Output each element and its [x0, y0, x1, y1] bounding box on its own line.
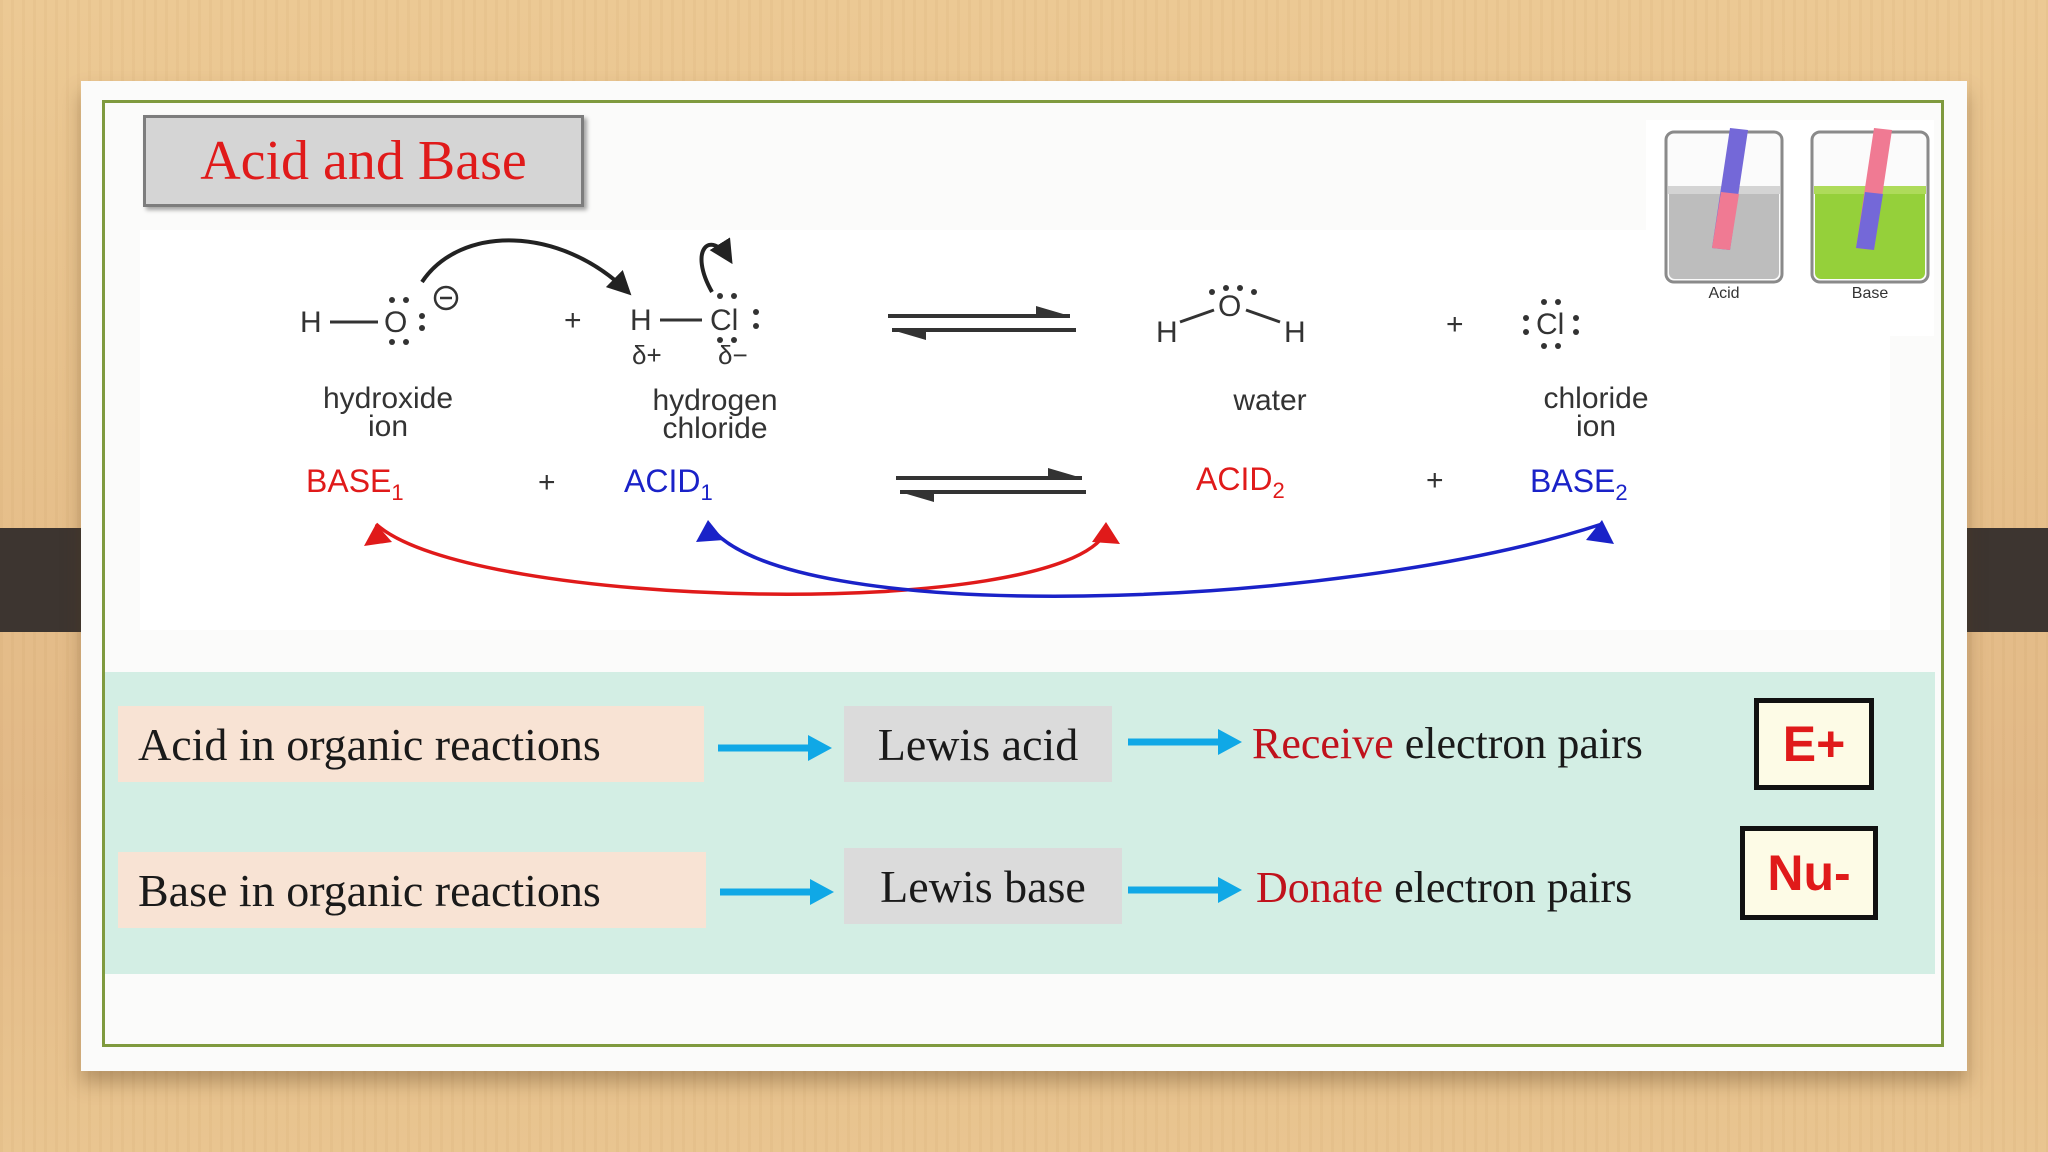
delta-minus-label: δ− [718, 340, 748, 370]
acid-beaker-label: Acid [1708, 285, 1739, 302]
nucleophile-symbol: Nu- [1740, 826, 1878, 920]
blue-arrowhead-acid1 [696, 520, 724, 542]
name-water: water [1232, 384, 1306, 417]
base-organic-box: Base in organic reactions [118, 852, 706, 928]
plus-sign-2: + [1446, 308, 1464, 341]
hydroxide-o-atom: O [384, 306, 407, 339]
lewis-acid-label: Lewis acid [877, 718, 1079, 770]
hcl-h-atom: H [630, 304, 652, 337]
slide-title: Acid and Base [200, 130, 527, 192]
lewis-base-box: Lewis base [844, 848, 1122, 924]
name-chloride-line1: chloride [1543, 382, 1648, 415]
chloride-lone-pairs [1523, 299, 1579, 349]
plus-sign-3: + [538, 466, 556, 499]
conjugate-pair-arrow-blue [706, 522, 1603, 598]
arrow-right-icon [720, 879, 834, 905]
acid-organic-box: Acid in organic reactions [118, 706, 704, 782]
electrophile-symbol: E+ [1754, 698, 1874, 790]
delta-plus-label: δ+ [632, 340, 662, 370]
lewis-base-label: Lewis base [880, 860, 1086, 912]
acid-description: Receive electron pairs [1252, 718, 1643, 769]
water-bond-left [1179, 308, 1215, 324]
role-acid2: ACID2 [1196, 461, 1285, 503]
role-base1: BASE1 [306, 463, 404, 505]
hcl-cl-atom: Cl [710, 304, 738, 337]
slide-frame [102, 100, 1944, 1047]
arrow-right-icon [1128, 877, 1242, 903]
water-o-atom: O [1218, 290, 1241, 323]
acid-description-rest: electron pairs [1393, 719, 1643, 768]
negative-charge-icon [433, 285, 459, 311]
acid-beaker-icon [1664, 128, 1784, 284]
plus-sign-1: + [564, 304, 582, 337]
beakers-illustration: Acid Base [1646, 120, 1934, 336]
hydroxide-h-atom: H [300, 306, 322, 339]
electron-pair-arrow-2 [699, 237, 733, 293]
name-hydroxide-line1: hydroxide [323, 382, 453, 415]
name-hydroxide-line2: ion [368, 410, 408, 443]
title-box: Acid and Base [143, 115, 584, 207]
base-description-rest: electron pairs [1383, 863, 1633, 912]
beakers-svg: Acid Base [1664, 128, 1930, 302]
arrow-right-icon [1128, 729, 1242, 755]
red-arrowhead-acid2 [1092, 522, 1120, 544]
nucleophile-label: Nu- [1767, 845, 1851, 901]
receive-verb: Receive [1252, 719, 1394, 768]
arrow-right-icon [718, 735, 832, 761]
water-lone-pairs [1209, 285, 1257, 295]
reaction-diagram: H O + H Cl δ+ δ− [140, 230, 1890, 630]
base-description: Donate electron pairs [1256, 862, 1632, 913]
donate-verb: Donate [1256, 863, 1384, 912]
water-h-atom-right: H [1284, 316, 1306, 349]
base-organic-label: Base in organic reactions [138, 864, 601, 916]
role-base2: BASE2 [1530, 463, 1628, 505]
role-acid1: ACID1 [624, 463, 713, 505]
plus-sign-4: + [1426, 464, 1444, 497]
electrophile-label: E+ [1782, 716, 1846, 772]
equilibrium-arrow-bottom [896, 468, 1086, 502]
chloride-cl-atom: Cl [1536, 308, 1564, 341]
electron-pair-arrow-1 [420, 238, 632, 296]
blue-arrowhead-base2 [1586, 520, 1614, 544]
base-beaker-icon [1810, 128, 1930, 284]
lewis-acid-box: Lewis acid [844, 706, 1112, 782]
hydroxide-lone-pairs [389, 297, 425, 345]
name-chloride-line2: ion [1576, 410, 1616, 443]
equilibrium-arrow-top [888, 306, 1076, 340]
base-beaker-label: Base [1852, 285, 1889, 302]
acid-organic-label: Acid in organic reactions [138, 718, 601, 770]
hcl-lone-pairs [717, 293, 759, 343]
name-hcl-line1: hydrogen [652, 384, 777, 417]
water-h-atom-left: H [1156, 316, 1178, 349]
red-arrowhead-base1 [364, 524, 392, 546]
conjugate-pair-arrow-red [374, 522, 1108, 596]
reaction-svg: H O + H Cl δ+ δ− [300, 237, 1649, 598]
name-hcl-line2: chloride [662, 412, 767, 445]
water-bond-right [1245, 308, 1281, 324]
